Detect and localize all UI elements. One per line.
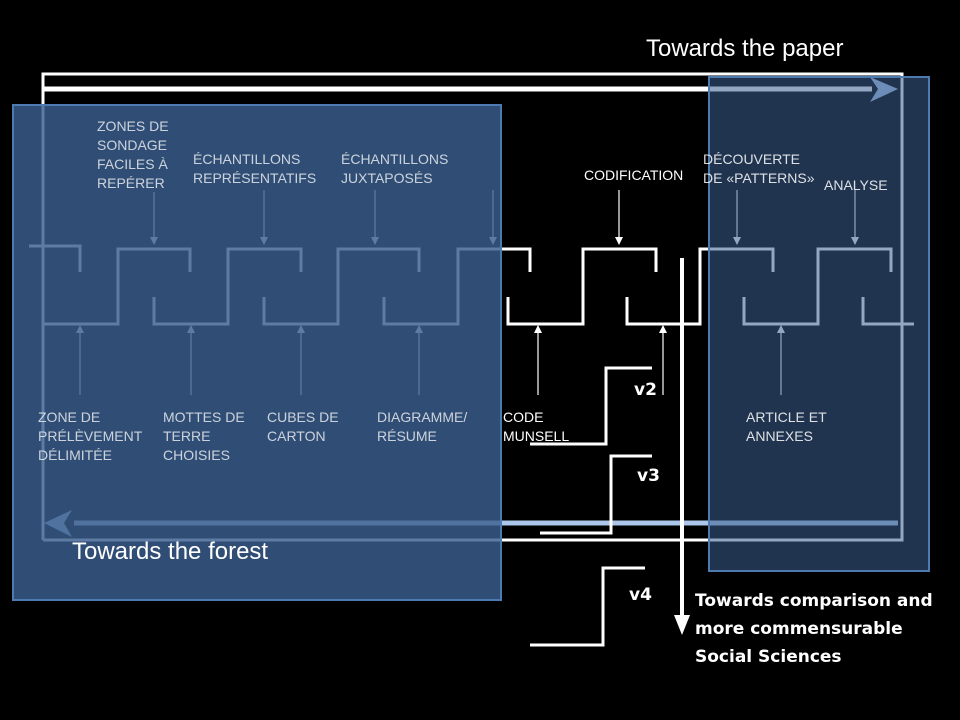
label-cubes-carton: CUBES DE CARTON — [267, 409, 339, 444]
label-zones-sondage: ZONES DE SONDAGE FACILES À REPÉRER — [97, 118, 169, 191]
towards-comparison-label: Towards comparison and more commensurabl… — [695, 591, 933, 667]
label-codification: CODIFICATION — [584, 167, 684, 183]
version-v3-label: v3 — [637, 466, 660, 486]
label-analyse: ANALYSE — [824, 177, 888, 193]
label-code-munsell: CODE MUNSELL — [503, 409, 570, 444]
comparison-arrow — [674, 258, 690, 635]
label-zone-prelevement: ZONE DE PRÉLÈVEMENT DÉLIMITÉE — [38, 409, 143, 463]
label-decouverte-patterns: DÉCOUVERTE DE «PATTERNS» — [703, 151, 815, 186]
field-overlay-panel — [12, 104, 502, 601]
version-steps — [530, 366, 652, 647]
label-mottes-terre: MOTTES DE TERRE CHOISIES — [163, 409, 245, 463]
towards-forest-label: Towards the forest — [72, 538, 269, 565]
label-article-annexes: ARTICLE ET ANNEXES — [746, 409, 827, 444]
label-echantillons-representatifs: ÉCHANTILLONS REPRÉSENTATIFS — [193, 151, 317, 186]
label-diagramme-resume: DIAGRAMME/ RÉSUME — [377, 409, 468, 444]
version-v2-label: v2 — [634, 380, 657, 400]
towards-paper-label: Towards the paper — [646, 35, 844, 62]
label-echantillons-juxtaposes: ÉCHANTILLONS JUXTAPOSÉS — [341, 151, 449, 186]
paper-overlay-panel — [708, 76, 930, 572]
version-v4-label: v4 — [629, 585, 652, 605]
